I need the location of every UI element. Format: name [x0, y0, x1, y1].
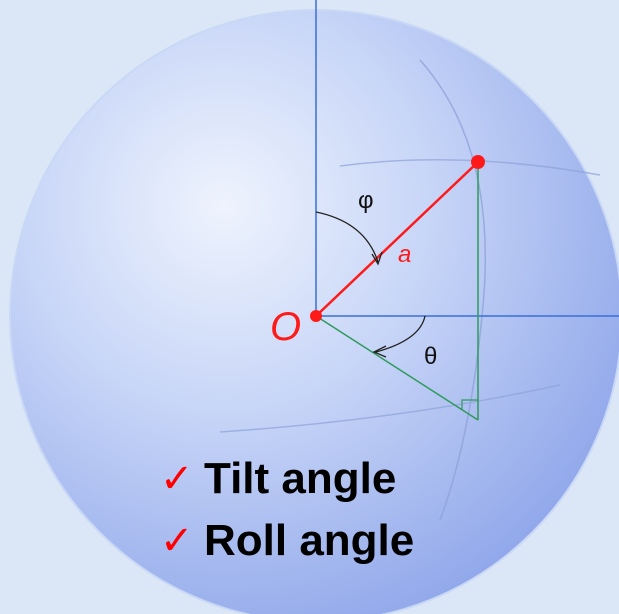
theta-arrowhead [372, 345, 387, 358]
theta-arc [375, 315, 426, 353]
vector-tip-point [471, 155, 485, 169]
check-icon: ✓ [160, 518, 194, 564]
checklist-item-roll: ✓ Roll angle [160, 510, 520, 572]
vector-label: a [398, 241, 411, 268]
checklist-item-label: Tilt angle [204, 454, 397, 503]
phi-arc [315, 211, 379, 263]
origin-label: O [270, 305, 301, 349]
checklist-item-tilt: ✓ Tilt angle [160, 448, 520, 510]
check-icon: ✓ [160, 456, 194, 502]
vector-a [315, 161, 479, 317]
phi-arrowhead [371, 251, 383, 266]
projection-ground [315, 315, 479, 421]
checklist: ✓ Tilt angle ✓ Roll angle [160, 448, 520, 572]
origin-point [310, 310, 322, 322]
checklist-item-label: Roll angle [204, 516, 415, 565]
parallel-arc-lower [219, 384, 561, 433]
parallel-arc-upper [339, 159, 601, 176]
phi-label: φ [358, 187, 374, 214]
theta-label: θ [424, 343, 437, 370]
right-angle-marker [461, 399, 478, 410]
